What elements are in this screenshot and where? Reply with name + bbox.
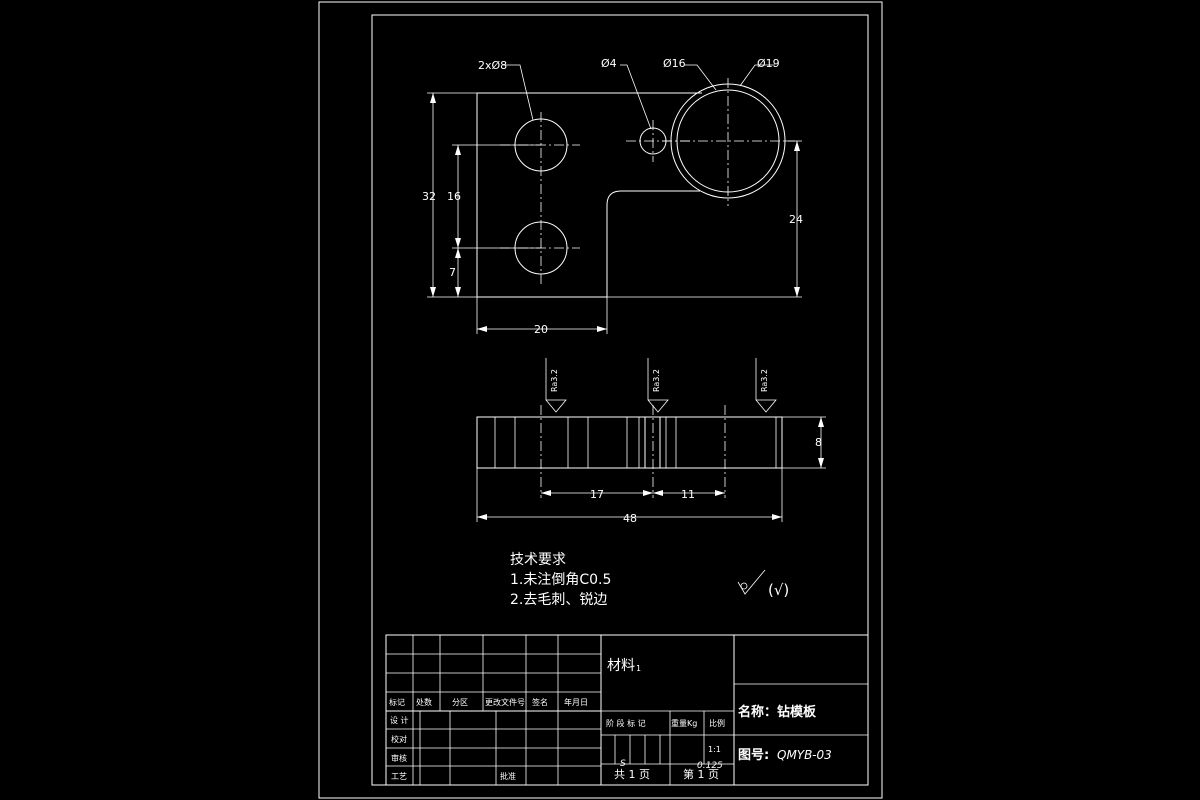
label-2x-dia8: 2xØ8 [478, 59, 507, 72]
label-dia16: Ø16 [663, 57, 686, 70]
notes-line-2: 2.去毛刺、锐边 [510, 592, 607, 608]
dim-16: 16 [447, 190, 461, 203]
section-outline [476, 416, 783, 469]
svg-text:Ra3.2: Ra3.2 [550, 369, 559, 392]
top-view-outline [476, 92, 702, 298]
page-number: 第 1 页 [683, 767, 719, 781]
hdr-mark: 标记 [389, 697, 405, 707]
dim-8: 8 [815, 436, 822, 449]
label-dia4: Ø4 [601, 57, 617, 70]
drawing-number: QMYB-03 [777, 748, 832, 762]
dim-32: 32 [422, 190, 436, 203]
roughness-symbol-2: Ra3.2 [647, 358, 669, 413]
role-check: 校对 [391, 734, 407, 744]
general-roughness-symbol: (√) [737, 569, 789, 599]
approve: 批准 [500, 771, 516, 781]
role-design: 设 计 [390, 715, 409, 725]
notes-line-1: 1.未注倒角C0.5 [510, 572, 611, 588]
weight-label: 重量Kg [671, 718, 697, 728]
label-dia19: Ø19 [757, 57, 780, 70]
top-view: 2xØ8 Ø4 Ø16 Ø19 32 16 7 20 24 [422, 57, 803, 336]
svg-text:Ra3.2: Ra3.2 [652, 369, 661, 392]
outer-frame [318, 1, 883, 799]
stage-s: S [620, 759, 626, 769]
dim-20: 20 [534, 323, 548, 336]
stage-label: 阶 段 标 记 [606, 718, 646, 728]
dim-17: 17 [590, 488, 604, 501]
role-review: 审核 [391, 753, 407, 763]
technical-notes: 技术要求 1.未注倒角C0.5 2.去毛刺、锐边 [510, 552, 611, 608]
section-view: Ra3.2 Ra3.2 Ra3.2 8 17 11 48 [476, 358, 826, 525]
drawing-number-label: 图号: [738, 748, 769, 763]
dim-11: 11 [681, 488, 695, 501]
scale-label: 比例 [709, 718, 725, 728]
title-block: 标记 处数 分区 更改文件号 签名 年月日 设 计 校对 审核 工艺 批准 材料… [385, 634, 869, 786]
dim-7: 7 [449, 266, 456, 279]
material-label: 材料 [607, 658, 635, 674]
total-pages: 共 1 页 [614, 768, 650, 781]
material-suffix: 1 [636, 664, 641, 673]
scale-value: 1:1 [708, 745, 721, 754]
hdr-change-doc: 更改文件号 [485, 697, 525, 707]
hdr-sign: 签名 [532, 697, 548, 707]
roughness-symbol-3: Ra3.2 [755, 358, 777, 413]
svg-text:Ra3.2: Ra3.2 [760, 369, 769, 392]
role-process: 工艺 [391, 772, 407, 781]
hdr-date: 年月日 [564, 697, 588, 707]
roughness-bracket: (√) [768, 581, 789, 599]
notes-heading: 技术要求 [510, 552, 566, 568]
hdr-zone: 分区 [452, 698, 468, 707]
roughness-symbol-1: Ra3.2 [545, 358, 567, 413]
hdr-count: 处数 [416, 697, 432, 707]
dim-48: 48 [623, 512, 637, 525]
part-name: 名称：钻模板 [738, 704, 817, 720]
weight-value: 0.125 [697, 761, 723, 771]
dim-24: 24 [789, 213, 803, 226]
